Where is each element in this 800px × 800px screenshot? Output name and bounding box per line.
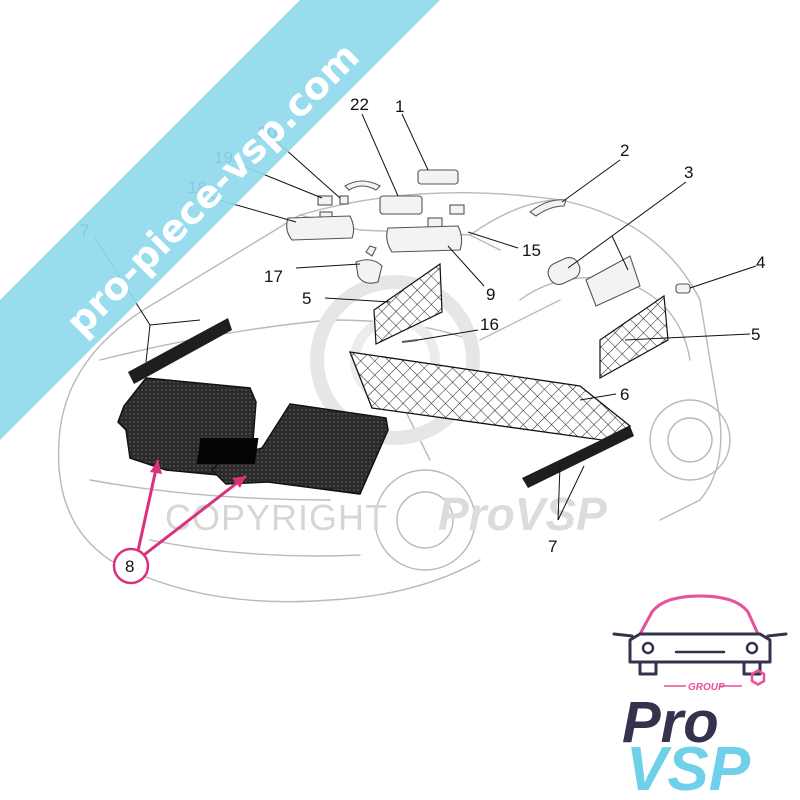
part-tube-box xyxy=(585,255,641,307)
callout-15: 15 xyxy=(522,241,541,260)
part-tube-1 xyxy=(547,257,581,285)
part-grab-handle-top xyxy=(344,180,381,191)
part-cargo-net xyxy=(348,351,632,441)
part-grab-handle-right xyxy=(529,199,567,217)
callout-22: 22 xyxy=(350,95,369,114)
part-rod-16 xyxy=(401,339,419,343)
logo-pro: Pro xyxy=(622,690,719,755)
callout-2: 2 xyxy=(620,141,629,160)
part-clip-right xyxy=(449,204,465,215)
provsp-logo: GROUP Pro VSP xyxy=(612,594,788,800)
part-sun-visor-left xyxy=(286,215,355,241)
part-net-rear xyxy=(599,294,669,380)
callout-4: 4 xyxy=(756,253,765,272)
banner-text: pro-piece-vsp.com xyxy=(57,34,368,345)
part-mirror-mount xyxy=(365,245,377,257)
callout-17: 17 xyxy=(264,267,283,286)
part-sill-plate-front xyxy=(128,318,232,384)
callout-16: 16 xyxy=(480,315,499,334)
part-mirror xyxy=(355,259,383,284)
part-console-light xyxy=(379,195,423,215)
part-clip-center xyxy=(427,217,443,228)
logo-group: GROUP xyxy=(688,682,725,693)
callout-5-front: 5 xyxy=(302,289,311,308)
callout-9: 9 xyxy=(486,285,495,304)
part-sill-plate-rear xyxy=(522,426,634,488)
hex-bolt-icon xyxy=(750,669,766,686)
watermark-brand: ProVSP xyxy=(438,488,607,540)
callout-6: 6 xyxy=(620,385,629,404)
watermark-copyright: COPYRIGHT xyxy=(165,497,388,538)
part-sun-visor-right xyxy=(386,225,463,253)
callout-1: 1 xyxy=(395,97,404,116)
part-net-front xyxy=(373,262,443,345)
car-icon xyxy=(612,594,788,676)
callout-7-rear: 7 xyxy=(548,537,557,556)
callout-8-highlight xyxy=(112,459,247,585)
leader-lines xyxy=(94,113,757,521)
callout-5-rear: 5 xyxy=(751,325,760,344)
callout-8: 8 xyxy=(125,557,134,576)
part-dome-light xyxy=(417,169,459,185)
banner-stripe xyxy=(0,0,440,440)
part-clip-19 xyxy=(317,195,333,206)
callout-3: 3 xyxy=(684,163,693,182)
part-clip-20 xyxy=(339,195,349,205)
logo-vsp: VSP xyxy=(626,735,751,800)
part-small-4 xyxy=(675,283,691,294)
part-floor-mat-heelpad xyxy=(196,438,259,464)
